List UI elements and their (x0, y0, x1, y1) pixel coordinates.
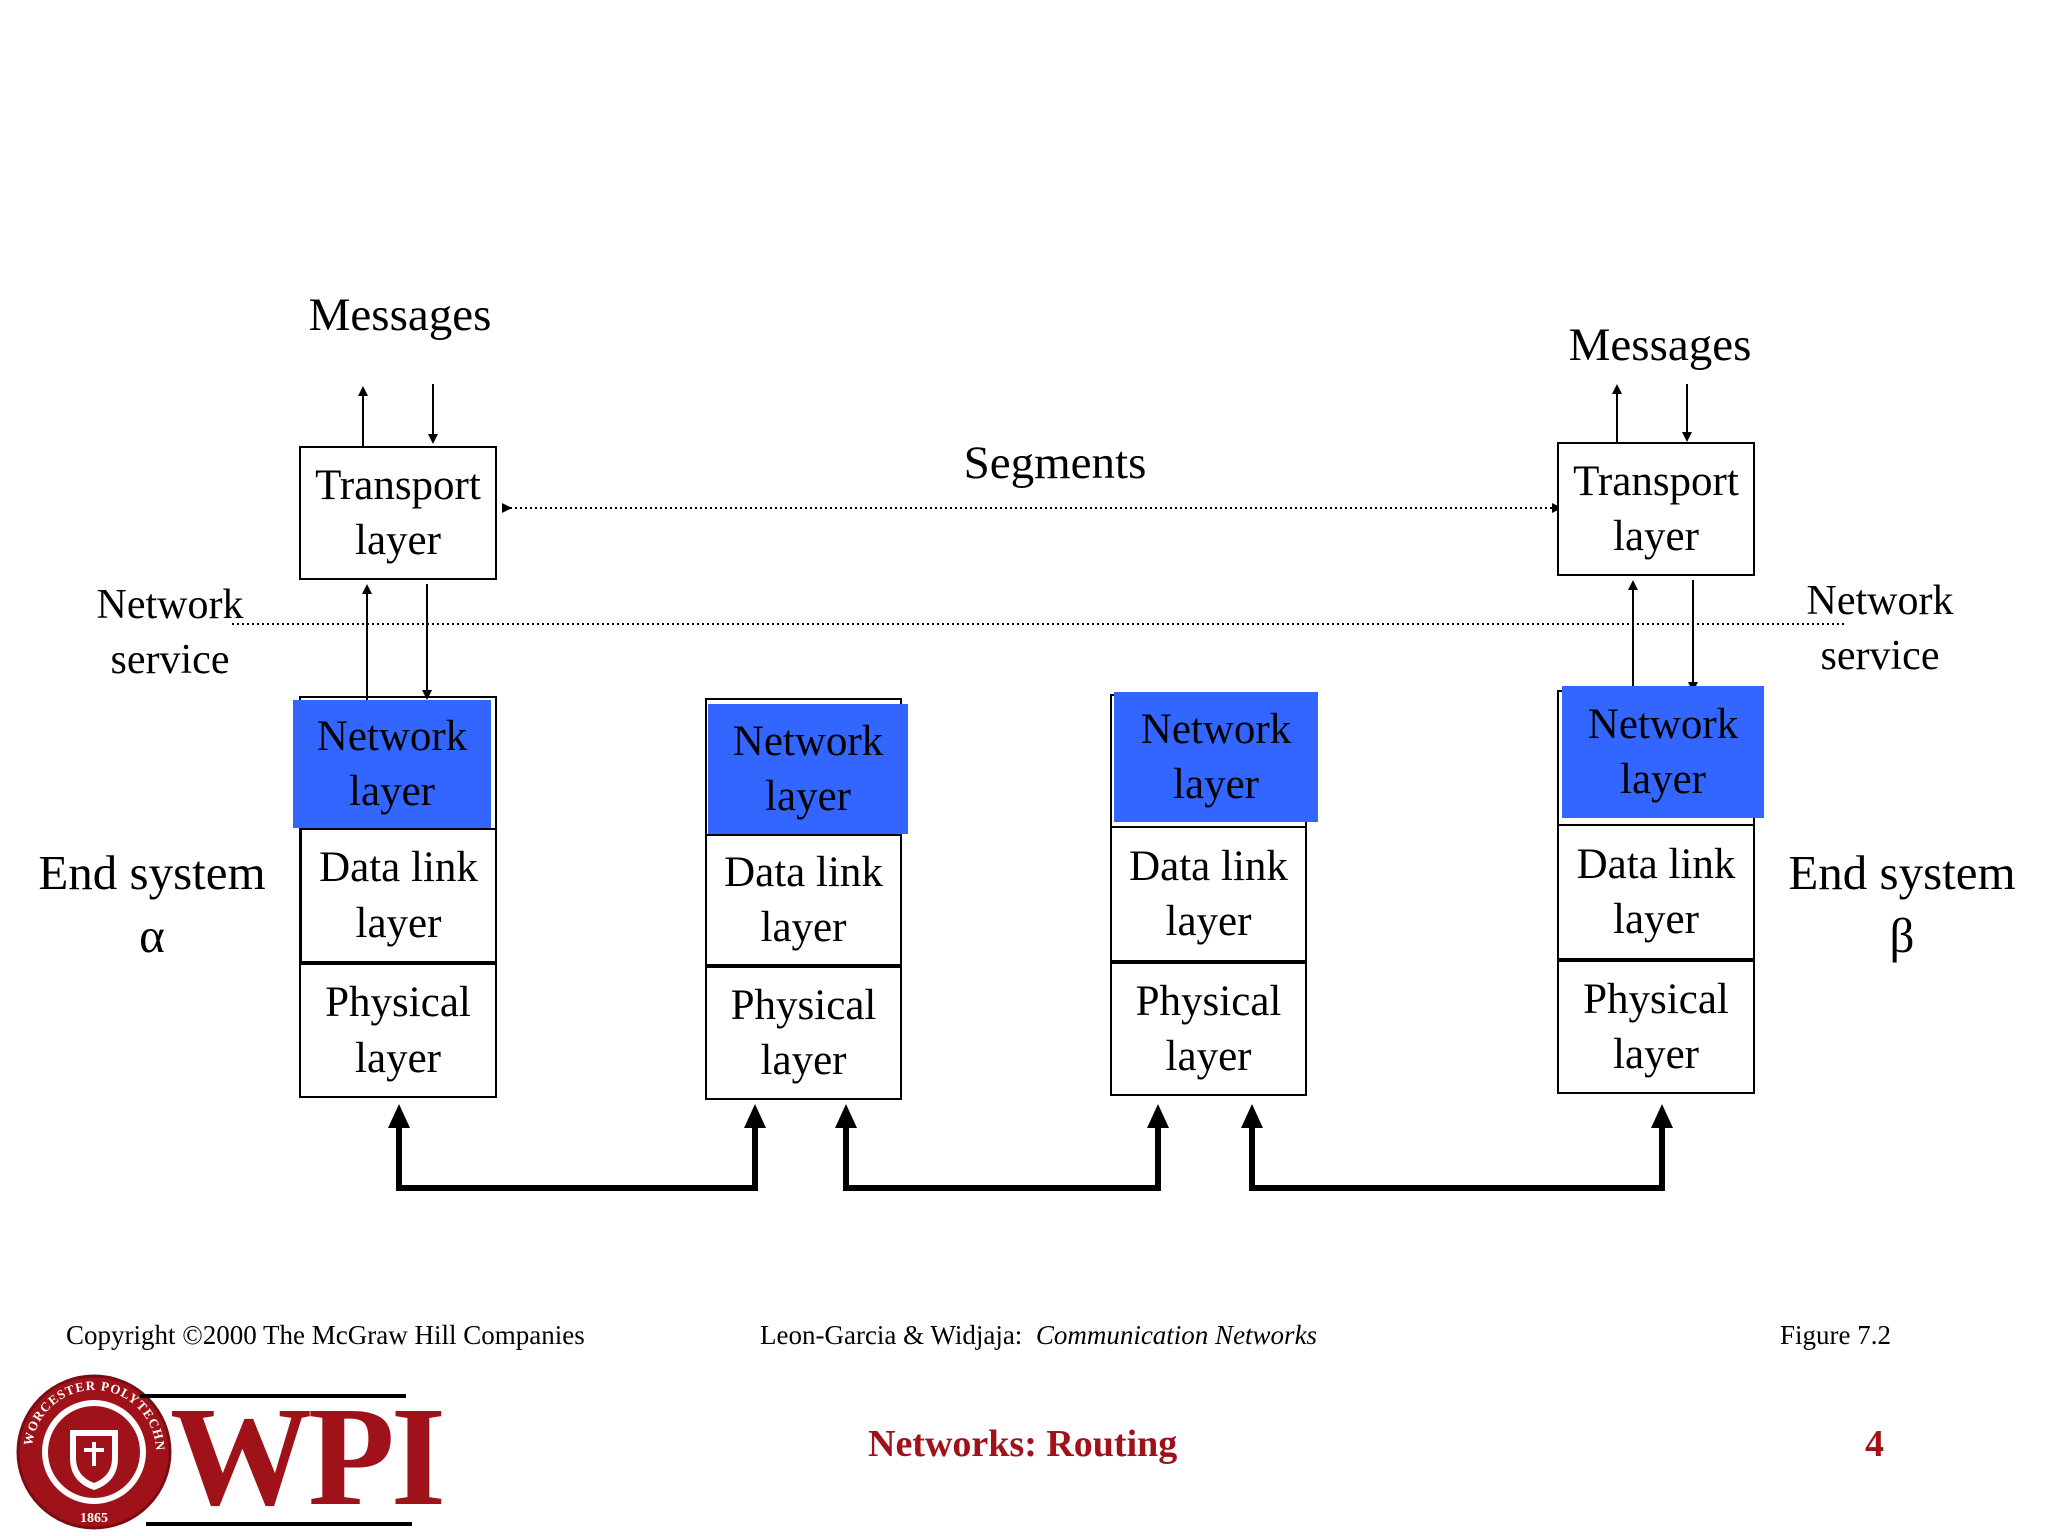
physical-link-arrowhead (1651, 1104, 1673, 1128)
box-line1: Physical (1583, 975, 1729, 1023)
logo-underline (140, 1394, 406, 1398)
wpi-logo-text: WPI (170, 1377, 446, 1535)
box-line2: layer (1613, 896, 1699, 943)
box-line1: Data link (724, 848, 883, 896)
end-system-beta-label: End system β (1772, 842, 2032, 967)
end-system-alpha-symbol: α (139, 907, 165, 963)
end-system-beta-line1: End system (1788, 845, 2016, 900)
physical-layer-box-beta: Physical layer (1557, 960, 1755, 1094)
slide-title: Networks: Routing (868, 1423, 1178, 1465)
box-line1: Data link (1576, 840, 1736, 888)
box-line2: layer (1620, 756, 1706, 803)
physical-link-arrowhead (835, 1104, 857, 1128)
box-line2: layer (355, 1034, 441, 1082)
box-line2: layer (355, 517, 441, 564)
page-number: 4 (1865, 1423, 1884, 1465)
end-system-alpha-label: End system α (22, 842, 282, 967)
box-line2: layer (765, 773, 851, 820)
physical-link-1 (396, 1126, 758, 1191)
network-service-label-right: Network service (1780, 574, 1980, 685)
data-link-layer-box-router-2: Data link layer (1110, 826, 1307, 962)
wpi-seal-icon (16, 1374, 172, 1530)
box-line2: layer (355, 899, 442, 947)
network-layer-box-alpha: Network layer (293, 700, 491, 828)
segments-label: Segments (963, 437, 1147, 489)
end-system-alpha-line1: End system (38, 845, 266, 900)
network-service-line2: service (1820, 633, 1940, 680)
box-line1: Data link (319, 844, 478, 892)
box-line2: layer (349, 768, 435, 815)
box-line1: Network (1140, 705, 1292, 753)
svg-text:1865: 1865 (80, 1511, 108, 1526)
physical-link-3 (1249, 1126, 1665, 1191)
messages-label-right: Messages (1568, 319, 1752, 371)
box-line1: Network (316, 712, 468, 760)
box-line2: layer (760, 1037, 847, 1084)
network-service-line1: Network (1806, 578, 1954, 624)
network-layer-box-router-1: Network layer (708, 704, 908, 834)
box-line1: Transport (315, 461, 481, 509)
end-system-beta-symbol: β (1889, 907, 1915, 963)
box-line1: Network (1587, 700, 1739, 748)
box-line2: layer (760, 904, 847, 951)
book-citation: Leon-Garcia & Widjaja: Communication Net… (760, 1320, 1317, 1351)
network-layer-box-router-2: Network layer (1114, 692, 1318, 822)
messages-label-left: Messages (308, 289, 492, 341)
box-line2: layer (1165, 1033, 1252, 1080)
physical-link-arrowhead (388, 1104, 410, 1128)
transport-layer-box-beta: Transport layer (1557, 442, 1755, 576)
box-line2: layer (1613, 513, 1699, 560)
physical-link-2 (843, 1126, 1161, 1191)
transport-layer-box-alpha: Transport layer (299, 446, 497, 580)
box-line1: Transport (1573, 457, 1739, 505)
physical-layer-box-alpha: Physical layer (299, 963, 497, 1098)
network-service-line1: Network (96, 582, 244, 628)
box-line1: Physical (730, 981, 877, 1029)
box-line2: layer (1613, 1031, 1699, 1078)
svg-text:WORCESTER POLYTECHNIC INSTITUT: WORCESTER POLYTECHNIC INSTITUTE (14, 1372, 168, 1452)
authors-text: Leon-Garcia & Widjaja: (760, 1320, 1023, 1350)
physical-layer-box-router-1: Physical layer (705, 966, 902, 1100)
box-line1: Physical (325, 979, 471, 1027)
copyright-text: Copyright ©2000 The McGraw Hill Companie… (66, 1320, 585, 1350)
physical-link-arrowhead (1147, 1104, 1169, 1128)
data-link-layer-box-alpha: Data link layer (300, 828, 497, 963)
network-service-line2: service (110, 637, 230, 684)
physical-layer-box-router-2: Physical layer (1110, 962, 1307, 1096)
figure-number: Figure 7.2 (1780, 1320, 1891, 1350)
network-layer-box-beta: Network layer (1562, 686, 1764, 818)
box-line1: Data link (1129, 842, 1288, 890)
box-line1: Network (732, 717, 884, 765)
box-line1: Physical (1135, 977, 1282, 1025)
logo-underline (146, 1522, 412, 1526)
data-link-layer-box-router-1: Data link layer (705, 834, 902, 966)
physical-link-arrowhead (744, 1104, 766, 1128)
wpi-seal-lettering: WORCESTER POLYTECHNIC INSTITUTE 1865 (14, 1372, 168, 1526)
physical-link-arrowhead (1241, 1104, 1263, 1128)
data-link-layer-box-beta: Data link layer (1557, 824, 1755, 960)
box-line2: layer (1165, 898, 1252, 945)
network-service-label-left: Network service (70, 578, 270, 689)
book-title-text: Communication Networks (1035, 1320, 1318, 1350)
box-line2: layer (1173, 761, 1259, 808)
